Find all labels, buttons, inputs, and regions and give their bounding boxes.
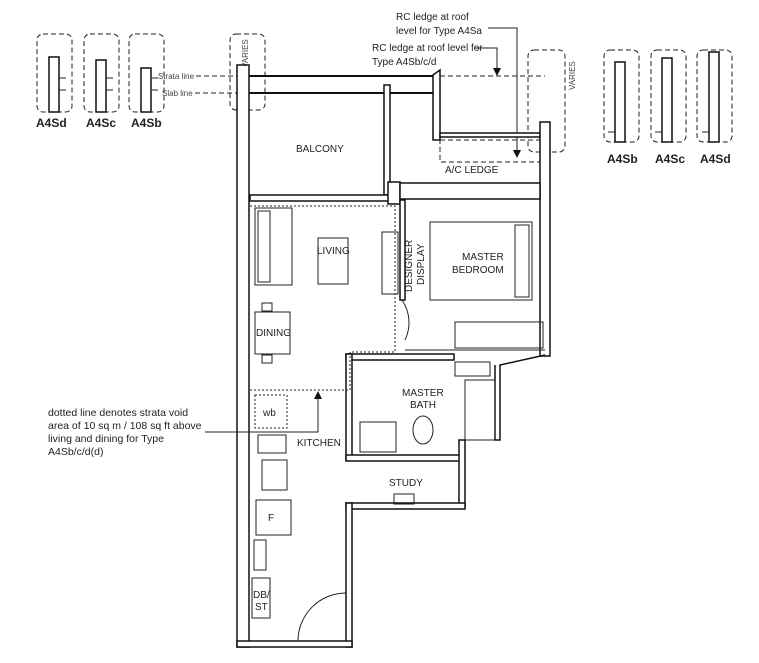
room-living: LIVING [317,246,350,257]
db-st-line1: DB/ [253,590,270,601]
rc-ledge-a4sbcd-line2: Type A4Sb/c/d [372,57,437,68]
master-bedroom-line2: BEDROOM [452,265,504,276]
designer-display-line1: DESIGNER [404,240,415,292]
varies-label-left: VARIES [241,39,250,68]
type-label-a4sc-right: A4Sc [655,152,685,166]
type-label-a4sd: A4Sd [36,116,67,130]
strata-void-note-line4: A4Sb/c/d(d) [48,446,103,458]
room-ac-ledge: A/C LEDGE [445,165,499,176]
room-study: STUDY [389,478,423,489]
master-bedroom-line1: MASTER [462,252,504,263]
type-label-a4sd-right: A4Sd [700,152,731,166]
fridge-label: F [268,513,274,524]
type-label-a4sc: A4Sc [86,116,116,130]
varies-label-right: VARIES [568,61,577,90]
type-details-left: A4Sd A4Sc A4Sb [36,33,165,130]
rc-ledge-a4sa-line1: RC ledge at roof [396,12,469,23]
strata-void-note-line3: living and dining for Type [48,433,164,445]
master-bath-line1: MASTER [402,388,444,399]
strata-line-label: Strata line [158,72,195,81]
strata-void-note-line2: area of 10 sq m / 108 sq ft above [48,420,202,432]
master-bath-line2: BATH [410,400,436,411]
type-label-a4sb-right: A4Sb [607,152,638,166]
type-details-right: A4Sb A4Sc A4Sd [603,49,733,166]
db-st-line2: ST [255,602,268,613]
strata-void-note-line1: dotted line denotes strata void [48,407,188,419]
rc-ledge-a4sa-line2: level for Type A4Sa [396,26,482,37]
walls [236,64,551,648]
room-balcony: BALCONY [296,144,344,155]
slab-line-label: Slab line [162,89,193,98]
furniture [251,207,544,642]
rc-ledge-a4sbcd-line1: RC ledge at roof level for [372,43,483,54]
type-label-a4sb: A4Sb [131,116,162,130]
washer-label: wb [262,408,276,419]
room-kitchen: KITCHEN [297,438,341,449]
designer-display-line2: DISPLAY [416,243,427,285]
room-dining: DINING [256,328,291,339]
